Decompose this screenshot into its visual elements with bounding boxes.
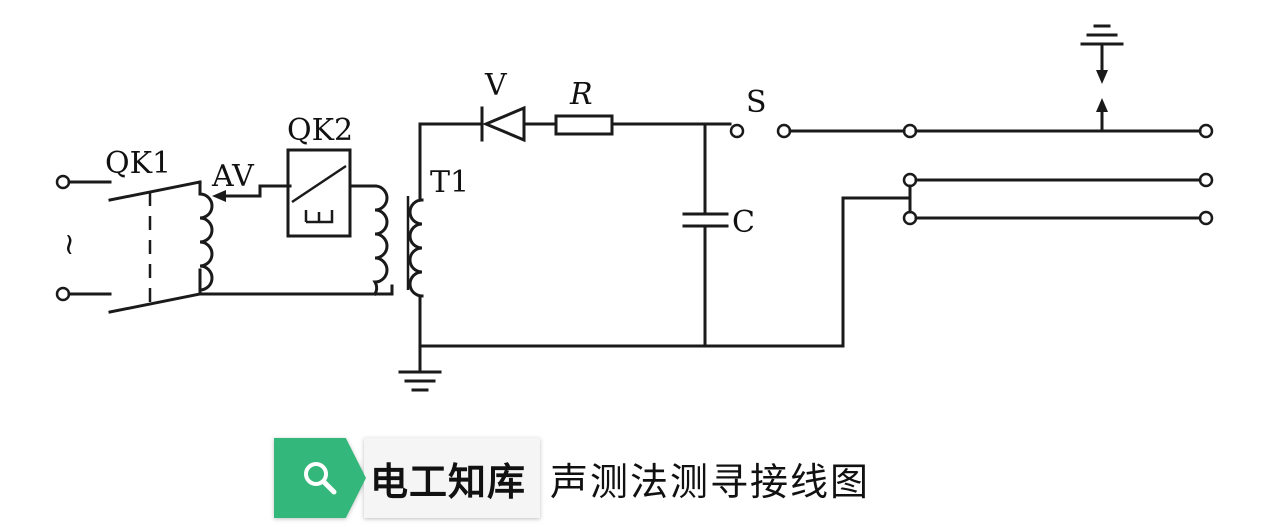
fault-point-icon bbox=[1080, 24, 1124, 133]
brand-badge-icon-area bbox=[274, 438, 366, 518]
av-label: AV bbox=[211, 159, 255, 194]
cable-conductors bbox=[788, 123, 1214, 226]
qk1-switch: QK1 bbox=[105, 146, 202, 314]
search-icon bbox=[304, 462, 337, 495]
brand-badge: 电工知库 bbox=[274, 438, 541, 518]
capacitor-c: C bbox=[682, 122, 755, 348]
brand-name: 电工知库 bbox=[364, 438, 541, 518]
qk2-relay: QK2 bbox=[286, 113, 377, 238]
ground-icon bbox=[398, 370, 442, 392]
figure-title: 声测法测寻接线图 bbox=[550, 459, 871, 504]
charging-branch: V R bbox=[418, 68, 732, 143]
qk1-label: QK1 bbox=[105, 146, 171, 181]
diode-v-label: V bbox=[484, 68, 508, 103]
ac-input-terminals: ~ bbox=[52, 174, 112, 302]
switch-s: S bbox=[729, 85, 792, 139]
switch-s-label: S bbox=[746, 85, 767, 120]
t1-transformer: T1 bbox=[372, 122, 469, 372]
qk2-label: QK2 bbox=[287, 113, 353, 148]
caption: 电工知库 声测法测寻接线图 bbox=[274, 438, 870, 518]
resistor-r-label: R bbox=[569, 77, 593, 112]
t1-label: T1 bbox=[430, 165, 469, 200]
av-autotransformer: AV bbox=[198, 159, 394, 296]
capacitor-c-label: C bbox=[732, 205, 755, 240]
ac-symbol-label: ~ bbox=[52, 232, 87, 257]
